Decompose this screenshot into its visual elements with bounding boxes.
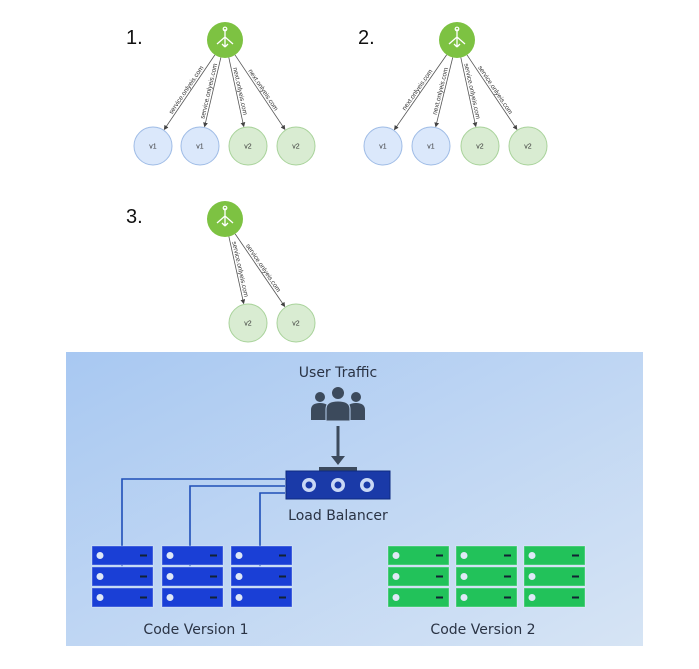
step-3: 3.service.onlyeis.comv2service.onlyeis.c… bbox=[126, 200, 316, 343]
version-node-label: v1 bbox=[427, 144, 435, 151]
step-number: 3. bbox=[126, 206, 143, 228]
code-version-2-label: Code Version 2 bbox=[430, 622, 535, 638]
route-arrow bbox=[434, 57, 454, 128]
server-unit bbox=[523, 545, 586, 566]
step-1: 1.service.onlyeis.comv1service.onlyeis.c… bbox=[126, 21, 316, 166]
users-icon bbox=[311, 386, 365, 422]
version-node-label: v2 bbox=[292, 321, 300, 328]
version-node-label: v1 bbox=[149, 144, 157, 151]
version-node-label: v1 bbox=[196, 144, 204, 151]
gateway-icon bbox=[438, 21, 476, 59]
route-arrow bbox=[228, 236, 246, 305]
green-server-stack-3 bbox=[523, 545, 586, 608]
step-2: 2. next.onlyeis.com v1 next.onlyeis.com v1 se… bbox=[358, 21, 548, 166]
server-unit bbox=[455, 587, 518, 608]
route-label: next.onlyeis.com bbox=[246, 68, 279, 112]
server-unit bbox=[161, 566, 224, 587]
version-node bbox=[363, 126, 403, 166]
blue-server-stack-1 bbox=[91, 545, 154, 608]
server-unit bbox=[230, 545, 293, 566]
load-balancer-label: Load Balancer bbox=[288, 508, 388, 524]
route-arrow bbox=[234, 233, 286, 308]
server-unit bbox=[455, 545, 518, 566]
load-balancer bbox=[285, 467, 391, 500]
server-unit bbox=[161, 545, 224, 566]
code-version-1-label: Code Version 1 bbox=[143, 622, 248, 638]
route-arrow bbox=[203, 57, 222, 128]
server-unit bbox=[230, 587, 293, 608]
server-unit bbox=[387, 545, 450, 566]
server-unit bbox=[161, 587, 224, 608]
server-unit bbox=[523, 587, 586, 608]
blue-server-stack-2 bbox=[161, 545, 224, 608]
version-node bbox=[460, 126, 500, 166]
route-label: next.onlyeis.com bbox=[432, 67, 450, 116]
route-arrow bbox=[460, 57, 478, 128]
server-unit bbox=[230, 566, 293, 587]
version-node-label: v2 bbox=[292, 144, 300, 151]
green-server-stack-2 bbox=[455, 545, 518, 608]
route-label: service.onlyeis.com bbox=[476, 65, 513, 116]
route-arrow bbox=[393, 54, 448, 131]
gateway-icon bbox=[206, 200, 244, 238]
version-node-label: v2 bbox=[244, 321, 252, 328]
version-node bbox=[276, 126, 316, 166]
step-number: 1. bbox=[126, 27, 143, 49]
server-unit bbox=[91, 566, 154, 587]
version-node bbox=[508, 126, 548, 166]
server-unit bbox=[523, 566, 586, 587]
version-node-label: v2 bbox=[524, 144, 532, 151]
version-node bbox=[133, 126, 173, 166]
version-node-label: v1 bbox=[379, 144, 387, 151]
server-unit bbox=[91, 545, 154, 566]
server-unit bbox=[455, 566, 518, 587]
route-label: next.onlyeis.com bbox=[401, 68, 434, 112]
route-arrow bbox=[466, 54, 518, 131]
routing-lines bbox=[117, 478, 285, 567]
version-node-label: v2 bbox=[244, 144, 252, 151]
server-unit bbox=[387, 566, 450, 587]
route-label: service.onlyeis.com bbox=[244, 243, 282, 294]
version-node bbox=[276, 303, 316, 343]
version-node bbox=[180, 126, 220, 166]
green-server-stack-1 bbox=[387, 545, 450, 608]
user-traffic-label: User Traffic bbox=[299, 365, 377, 381]
version-node bbox=[228, 303, 268, 343]
version-node bbox=[411, 126, 451, 166]
server-unit bbox=[387, 587, 450, 608]
gateway-icon bbox=[206, 21, 244, 59]
route-label: service.onlyeis.com bbox=[168, 65, 206, 116]
server-unit bbox=[91, 587, 154, 608]
step-number: 2. bbox=[358, 27, 375, 49]
blue-server-stack-3 bbox=[230, 545, 293, 608]
route-arrow bbox=[234, 54, 286, 131]
version-node-label: v2 bbox=[476, 144, 484, 151]
version-node bbox=[228, 126, 268, 166]
route-arrow bbox=[228, 57, 246, 128]
route-arrow bbox=[163, 54, 216, 131]
